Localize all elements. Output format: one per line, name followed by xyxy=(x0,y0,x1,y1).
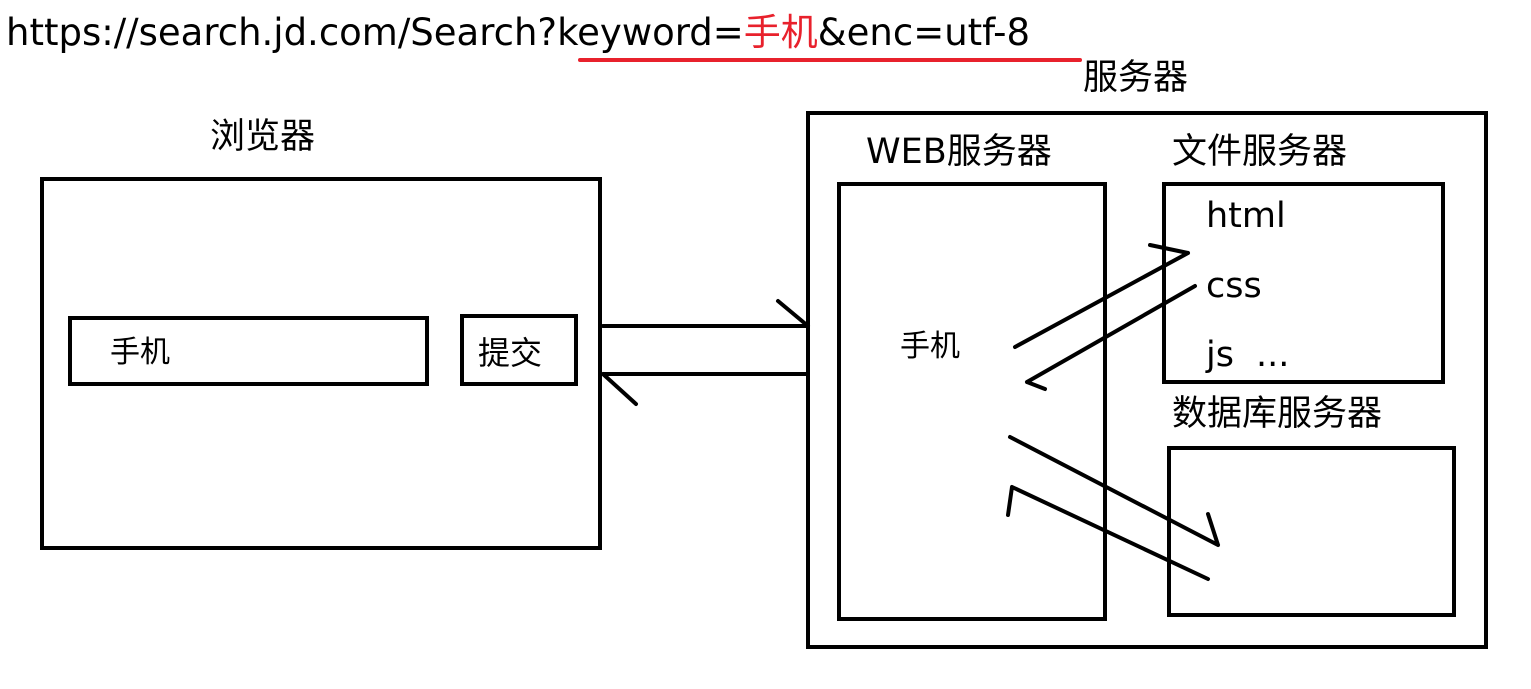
file-item-more: ... xyxy=(1256,335,1290,375)
search-input-value: 手机 xyxy=(110,335,170,370)
file-server-title: 文件服务器 xyxy=(1172,132,1348,172)
web-server-content: 手机 xyxy=(900,329,960,364)
browser-title: 浏览器 xyxy=(210,117,316,157)
browser-window xyxy=(40,177,602,550)
web-server-title: WEB服务器 xyxy=(866,132,1052,172)
url-keyword: 手机 xyxy=(743,11,818,54)
submit-button[interactable]: 提交 xyxy=(460,314,578,386)
search-input[interactable]: 手机 xyxy=(68,316,429,386)
database-server-box xyxy=(1167,446,1456,617)
request-arrow xyxy=(601,299,810,328)
server-title: 服务器 xyxy=(1083,58,1189,98)
file-item-js: js xyxy=(1206,335,1234,375)
file-item-html: html xyxy=(1206,196,1286,236)
response-arrow xyxy=(601,372,810,406)
submit-button-label: 提交 xyxy=(478,334,543,372)
url-prefix: https://search.jd.com/Search? xyxy=(6,11,558,54)
file-server-box xyxy=(1162,182,1445,384)
request-url: https://search.jd.com/Search?keyword=手机&… xyxy=(6,14,1030,51)
url-suffix: &enc=utf-8 xyxy=(817,11,1031,54)
database-server-title: 数据库服务器 xyxy=(1172,394,1383,434)
file-item-css: css xyxy=(1206,266,1262,306)
url-key: keyword= xyxy=(557,11,744,54)
web-server-box xyxy=(837,182,1107,621)
